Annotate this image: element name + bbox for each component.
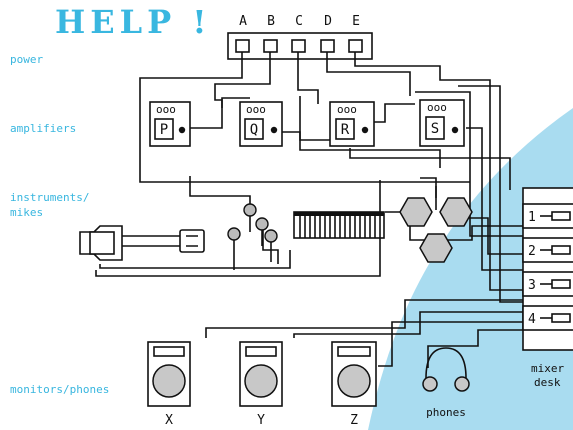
power-socket-b [263, 39, 278, 60]
drum-kit-icon [399, 186, 473, 263]
monitor-y: Y [239, 341, 283, 428]
mixer-channel-1: 1 [522, 203, 573, 229]
svg-text:ooo: ooo [337, 103, 357, 116]
amplifier-p-label: P [160, 122, 168, 138]
mixer-channel-2: 2 [522, 237, 573, 263]
amplifier-p: ooo P [149, 101, 191, 147]
amplifier-r: ooo R [329, 101, 375, 147]
svg-text:ooo: ooo [427, 101, 447, 114]
label-monitors: monitors/phones [10, 383, 109, 396]
phones-label: phones [426, 406, 466, 419]
amplifier-q: ooo Q [239, 101, 283, 147]
mixer-desk: 1 2 3 4 mixer desk [522, 187, 573, 389]
mixer-label-desk: desk [534, 376, 561, 389]
mixer-channel-3: 3 [522, 271, 573, 297]
amplifier-s: ooo S [419, 99, 465, 147]
mixer-channel-4: 4 [522, 305, 573, 331]
mixer-channel-1-label: 1 [528, 210, 536, 225]
monitor-y-label: Y [257, 413, 265, 428]
power-socket-c [291, 39, 306, 60]
label-power: power [10, 53, 43, 66]
background-sweep [368, 108, 573, 430]
microphone-icon-1 [243, 203, 257, 232]
page-title: HELP ! [55, 3, 211, 41]
microphone-icon-4 [264, 229, 278, 262]
power-label-c: C [295, 14, 303, 29]
svg-text:ooo: ooo [156, 103, 176, 116]
mixer-channel-3-label: 3 [528, 278, 536, 293]
microphone-icon-2 [255, 217, 269, 246]
microphone-icon-3 [227, 227, 241, 260]
power-socket-a [235, 39, 250, 60]
headphones-icon: phones [422, 347, 470, 419]
amplifier-r-label: R [341, 122, 350, 138]
mixer-channel-4-label: 4 [528, 312, 536, 327]
amplifier-s-label: S [431, 121, 439, 137]
monitor-x: X [147, 341, 191, 428]
power-socket-e [348, 39, 363, 60]
power-label-e: E [352, 14, 360, 29]
power-socket-d [320, 39, 335, 60]
cables [95, 60, 523, 368]
svg-text:ooo: ooo [246, 103, 266, 116]
power-strip: A B C D E [227, 14, 373, 60]
monitor-z-label: Z [350, 413, 358, 428]
power-label-d: D [324, 14, 332, 29]
power-label-b: B [267, 14, 275, 29]
guitar-cable-icon [79, 225, 205, 261]
mixer-label: mixer [531, 362, 564, 375]
amplifier-q-label: Q [250, 122, 258, 138]
label-amplifiers: amplifiers [10, 122, 76, 135]
label-instruments: instruments/ [10, 191, 89, 204]
power-label-a: A [239, 14, 247, 29]
keyboard-icon [293, 211, 385, 239]
mixer-channel-2-label: 2 [528, 244, 536, 259]
label-mikes: mikes [10, 206, 43, 219]
monitor-z: Z [331, 341, 377, 428]
monitor-x-label: X [165, 413, 173, 428]
